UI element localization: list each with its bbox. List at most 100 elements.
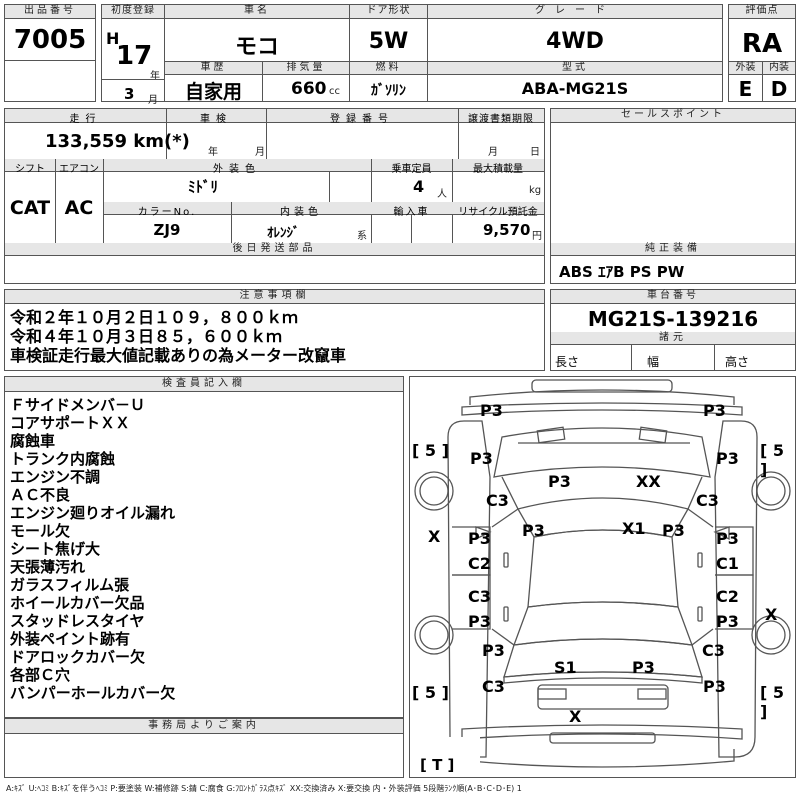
exterior-grade-label: 外装 (729, 62, 762, 75)
score-label: 評価点 (729, 5, 795, 19)
inspector-label: 検査員記入欄 (5, 377, 403, 392)
mark-x1-center: X1 (622, 519, 646, 538)
displacement-label: 排気量 (263, 62, 349, 75)
mark-p3-pillar-right: P3 (662, 521, 685, 540)
inspector-line: 天張薄汚れ (10, 558, 86, 576)
genuine-equipment-label: 純正装備 (551, 243, 795, 256)
history-label: 車歴 (165, 62, 262, 75)
exterior-grade: E (738, 77, 753, 101)
recycle-unit: 円 (532, 231, 542, 242)
mark-p3-trunk-right: P3 (632, 658, 655, 677)
displacement: 660 (291, 79, 327, 99)
mark-p3-door-fr: P3 (716, 529, 739, 548)
notes-box: 注意事項欄 令和２年１０月２日１０９，８００ｋｍ 令和４年１０月３日８５，６００… (4, 289, 545, 371)
length-label: 長さ (555, 355, 580, 369)
chassis-box: 車台番号 MG21S-139216 諸元 長さ 幅 高さ (550, 289, 796, 371)
inspector-line: ドアロックカバー欠 (10, 648, 146, 666)
chassis-label: 車台番号 (551, 290, 795, 304)
mark-p3-fender-fr: P3 (716, 449, 739, 468)
inspector-line: ホイールカバー欠品 (10, 594, 145, 612)
interior-color-label: 内装色 (280, 207, 322, 218)
mark-p3-pillar-left: P3 (522, 521, 545, 540)
sales-point-label: セールスポイント (551, 109, 795, 123)
inspector-line: シート焦げ大 (10, 540, 101, 558)
registration-year: 17 (116, 41, 153, 71)
load-label: 最大積載量 (473, 164, 523, 175)
transfer-label: 譲渡書類期限 (468, 114, 534, 125)
car-name: モコ (234, 35, 279, 60)
lot-number-blank (4, 60, 96, 102)
fuel: ｶﾞｿﾘﾝ (371, 83, 406, 99)
inspection-month-unit: 月 (255, 147, 265, 158)
first-registration-cell: 初度登録 H 17 年 3 月 (101, 4, 165, 106)
notes-label: 注意事項欄 (5, 290, 544, 304)
model: ABA-MG21S (521, 79, 629, 98)
car-name-label: 車名 (165, 5, 349, 19)
mark-tire-rear-left: [ 5 ] (412, 683, 449, 702)
mark-p3-door-rl: P3 (468, 612, 491, 631)
legend-text: A:ｷｽﾞ U:ﾍｺﾐ B:ｷｽﾞを伴うﾍｺﾐ P:要塗装 W:補修跡 S:錆 … (6, 784, 522, 793)
door-cell: ドア形状 5W (349, 4, 428, 62)
inspector-line: 各部Ｃ穴 (10, 666, 71, 684)
score-cell: 評価点 RA (728, 4, 796, 62)
inspector-line: トランク内腐蝕 (10, 450, 116, 468)
ac-label: エアコン (59, 164, 99, 175)
mark-p3-qtr-rl: P3 (482, 641, 505, 660)
sales-point-box: セールスポイント 純正装備 ABS ｴｱB PS PW (550, 108, 796, 284)
capacity: 4 (413, 177, 425, 196)
mark-x-right-side: X (765, 605, 778, 624)
inspector-line: コアサポートＸＸ (10, 414, 131, 432)
exterior-grade-cell: 外装 E (728, 61, 763, 102)
capacity-unit: 人 (437, 189, 447, 200)
inspector-line: ＡＣ不良 (10, 486, 71, 504)
era-letter: H (106, 29, 120, 48)
mark-spare-tire: [ T ] (420, 756, 455, 774)
import-label: 輸入車 (393, 207, 430, 218)
capacity-label: 乗車定員 (391, 164, 432, 175)
mark-c3-qtr-rr: C3 (702, 641, 725, 660)
registration-month: 3 (124, 85, 135, 103)
notes-line-2: 令和４年１０月３日８５，６００ｋｍ (10, 327, 283, 346)
mark-tire-front-right: [ 5 ] (760, 441, 785, 479)
exterior-color: ﾐﾄﾞﾘ (187, 178, 218, 196)
air-conditioner: AC (64, 197, 94, 219)
shift-label: シフト (15, 164, 45, 175)
lot-number: 7005 (13, 25, 87, 55)
history: 自家用 (184, 81, 242, 103)
mark-c3-door-rl: C3 (468, 587, 491, 606)
inspector-line: スタッドレスタイヤ (10, 612, 145, 630)
car-diagram (414, 379, 791, 777)
later-parts-label: 後日発送部品 (5, 243, 544, 256)
office-label: 事務局よりご案内 (5, 719, 403, 734)
inspector-line: エンジン廻りオイル漏れ (10, 504, 176, 522)
mark-p3-fender-fl: P3 (470, 449, 493, 468)
model-label: 型式 (428, 62, 722, 75)
inspector-line: モール欠 (10, 522, 71, 540)
score: RA (741, 29, 783, 59)
mark-c1-door-fr: C1 (716, 554, 739, 573)
mileage: 133,559 km(*) (45, 131, 190, 152)
height-label: 高さ (725, 355, 750, 369)
first-registration-label: 初度登録 (102, 5, 164, 19)
exterior-color-label: 外装色 (213, 164, 261, 175)
mark-p3-front-right: P3 (703, 401, 726, 420)
interior-grade: D (770, 77, 788, 101)
month-unit: 月 (148, 95, 158, 106)
door-label: ドア形状 (350, 5, 427, 19)
notes-line-1: 令和２年１０月２日１０９，８００ｋｍ (10, 308, 299, 327)
year-unit: 年 (150, 71, 160, 82)
car-name-cell: 車名 モコ (164, 4, 350, 62)
chassis-number: MG21S-139216 (587, 307, 759, 331)
car-diagram-box: P3 P3 [ 5 ] [ 5 ] P3 P3 P3 XX C3 C3 X1 P… (409, 376, 796, 778)
mark-c2-door-rr: C2 (716, 587, 739, 606)
inspector-line: バンパーホールカバー欠 (10, 684, 176, 702)
spec-label: 諸元 (551, 332, 795, 345)
inspector-line: 外装ペイント跡有 (10, 630, 131, 648)
load-unit: kg (529, 185, 542, 196)
shift: CAT (9, 197, 51, 219)
transfer-day-unit: 日 (530, 147, 540, 158)
reg-number-label: 登録番号 (330, 114, 394, 125)
mark-c3-fender-fl: C3 (486, 491, 509, 510)
